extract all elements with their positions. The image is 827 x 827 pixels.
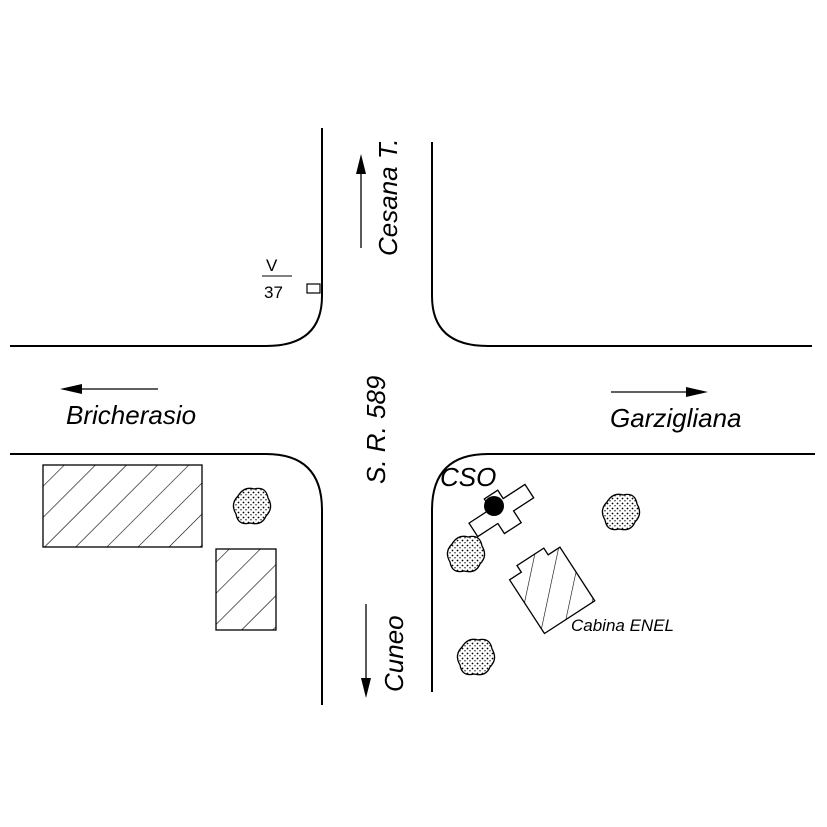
buildings-west — [42, 464, 277, 631]
kilometer-marker: V 37 — [262, 256, 321, 302]
building-small — [215, 548, 277, 631]
label-south: Cuneo — [379, 615, 409, 692]
direction-arrows — [60, 154, 708, 698]
road-edge-north-west — [10, 128, 323, 347]
cso-building — [468, 483, 535, 538]
label-east: Garzigliana — [610, 403, 742, 433]
road-edges — [10, 128, 815, 705]
label-cabin: Cabina ENEL — [571, 616, 674, 635]
cso-point-marker — [484, 496, 504, 516]
cabin-building — [508, 546, 596, 635]
road-edge-south-east — [431, 453, 815, 692]
trees — [232, 487, 641, 676]
label-road: S. R. 589 — [361, 376, 391, 484]
label-west: Bricherasio — [66, 400, 196, 430]
tree-icon — [232, 487, 272, 525]
marker-top-text: V — [266, 256, 278, 275]
building-large — [42, 464, 203, 548]
label-north: Cesana T. — [373, 138, 403, 256]
road-edge-south-west — [10, 453, 323, 705]
arrow-west — [60, 384, 158, 394]
arrow-east — [611, 387, 708, 397]
arrow-south — [361, 604, 371, 698]
marker-post — [306, 283, 321, 294]
road-edge-north-east — [431, 142, 812, 347]
tree-icon — [446, 535, 486, 573]
tree-icon — [456, 638, 496, 676]
arrow-north — [356, 154, 366, 248]
label-cso: CSO — [440, 462, 496, 492]
tree-icon — [601, 493, 641, 531]
marker-bottom-text: 37 — [264, 283, 283, 302]
